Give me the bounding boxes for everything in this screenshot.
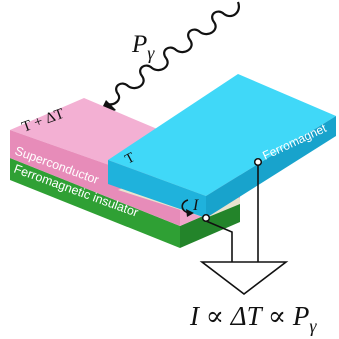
formula-main: I ∝ ΔT ∝ P bbox=[189, 301, 309, 331]
ferromagnet-top-face bbox=[108, 74, 336, 196]
ferromagnet-front-face bbox=[108, 160, 206, 218]
proportionality-formula: I ∝ ΔT ∝ Pγ bbox=[189, 301, 317, 336]
power-subscript: γ bbox=[147, 43, 155, 63]
measurement-circuit bbox=[199, 157, 289, 296]
power-symbol: P bbox=[131, 31, 147, 58]
circuit-wires bbox=[205, 165, 259, 262]
photon-power-label: Pγ bbox=[131, 31, 155, 63]
superconductor-front-face bbox=[10, 130, 180, 226]
ferromagnetic-insulator-slab bbox=[10, 158, 240, 248]
ferromagnet-bar bbox=[108, 74, 336, 218]
ferromagnet-contact bbox=[253, 157, 263, 167]
superconductor-contact bbox=[201, 213, 211, 223]
photon-wave bbox=[107, 1, 240, 106]
current-indicator: I bbox=[181, 197, 199, 217]
current-arrowhead bbox=[186, 209, 194, 217]
insulator-front-face bbox=[10, 158, 180, 248]
ammeter-triangle bbox=[199, 261, 289, 296]
ferromagnet-right-face bbox=[206, 116, 336, 218]
current-symbol: I bbox=[192, 197, 199, 214]
insulator-right-face bbox=[180, 200, 240, 248]
formula-subscript: γ bbox=[309, 316, 317, 336]
